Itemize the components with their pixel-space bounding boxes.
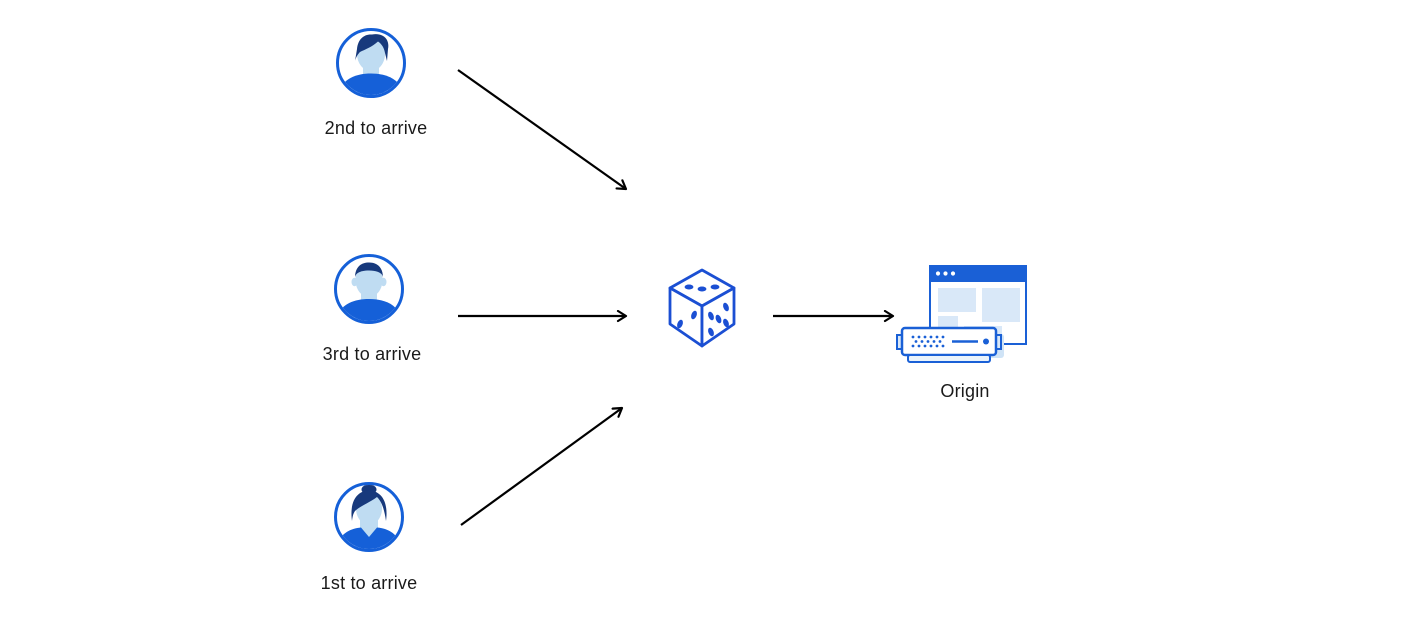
person-avatar-icon [334, 254, 404, 324]
arrow-first-user-to-dice [460, 408, 622, 526]
person-avatar-icon [334, 482, 404, 552]
arrow-second-user-to-dice [457, 69, 626, 189]
second-user-label: 2nd to arrive [324, 118, 428, 138]
origin-label: Origin [940, 381, 990, 401]
origin-server-icon [896, 265, 1027, 363]
person-avatar-icon [336, 28, 406, 98]
third-user-label: 3rd to arrive [322, 344, 422, 364]
first-user-label: 1st to arrive [320, 573, 418, 593]
dice-icon [668, 268, 736, 348]
